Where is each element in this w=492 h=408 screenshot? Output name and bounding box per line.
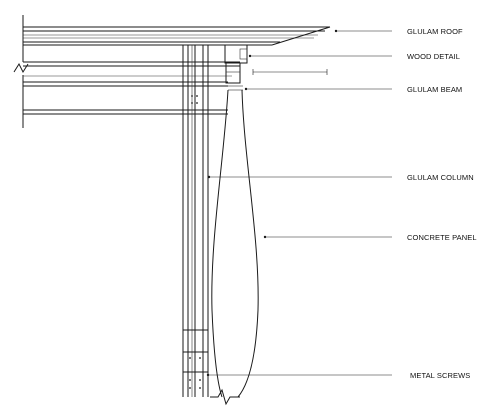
label-metal-screws: METAL SCREWS bbox=[410, 371, 470, 380]
label-wood-detail: WOOD DETAIL bbox=[407, 52, 460, 61]
label-concrete-panel: CONCRETE PANEL bbox=[407, 233, 477, 242]
label-glulam-beam: GLULAM BEAM bbox=[407, 85, 462, 94]
glulam-column bbox=[182, 45, 209, 397]
ground-break bbox=[210, 388, 240, 406]
dimension-marker bbox=[252, 69, 328, 75]
metal-screws bbox=[189, 357, 201, 389]
glulam-beam bbox=[23, 81, 228, 115]
wood-detail bbox=[182, 44, 248, 91]
concrete-panel bbox=[211, 89, 259, 398]
label-glulam-column: GLULAM COLUMN bbox=[407, 173, 474, 182]
label-leaders bbox=[206, 29, 392, 377]
glulam-roof bbox=[23, 26, 331, 46]
label-glulam-roof: GLULAM ROOF bbox=[407, 27, 463, 36]
secondary-beam bbox=[23, 61, 240, 77]
back-wall bbox=[13, 15, 29, 128]
